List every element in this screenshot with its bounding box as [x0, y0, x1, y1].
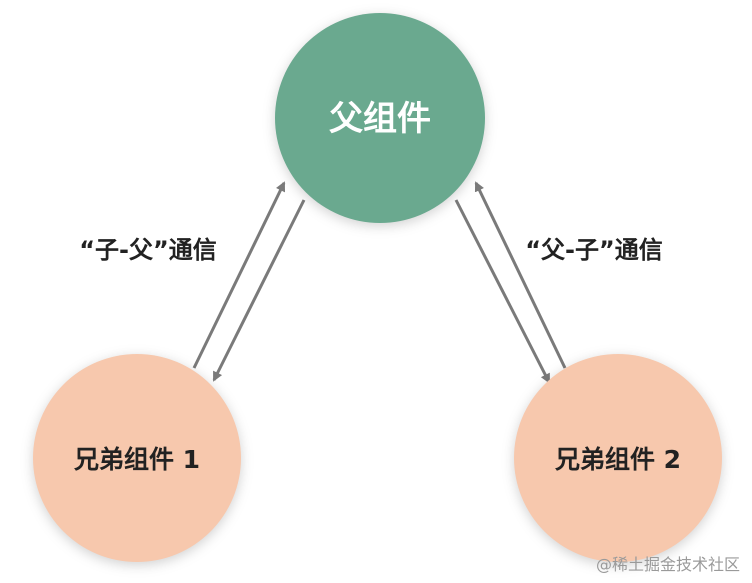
node-sibling1: 兄弟组件 1 — [33, 354, 241, 562]
arrow-sibling2-to-parent — [474, 181, 567, 369]
edge-label-child-to-parent: “子-父”通信 — [79, 236, 217, 264]
edge-label-parent-to-child: “父-子”通信 — [525, 236, 663, 264]
node-parent: 父组件 — [275, 13, 485, 223]
node-parent-label: 父组件 — [329, 99, 431, 139]
node-sibling2-label: 兄弟组件 2 — [554, 445, 681, 474]
arrow-sibling1-to-parent — [192, 181, 286, 369]
node-sibling1-circle — [33, 354, 241, 562]
node-sibling1-label: 兄弟组件 1 — [73, 445, 200, 474]
arrow-parent-to-sibling2 — [454, 199, 551, 384]
node-sibling2: 兄弟组件 2 — [514, 354, 722, 562]
arrow-parent-to-sibling1 — [212, 199, 306, 382]
watermark-text: @稀土掘金技术社区 — [596, 555, 740, 574]
node-parent-circle — [275, 13, 485, 223]
node-sibling2-circle — [514, 354, 722, 562]
